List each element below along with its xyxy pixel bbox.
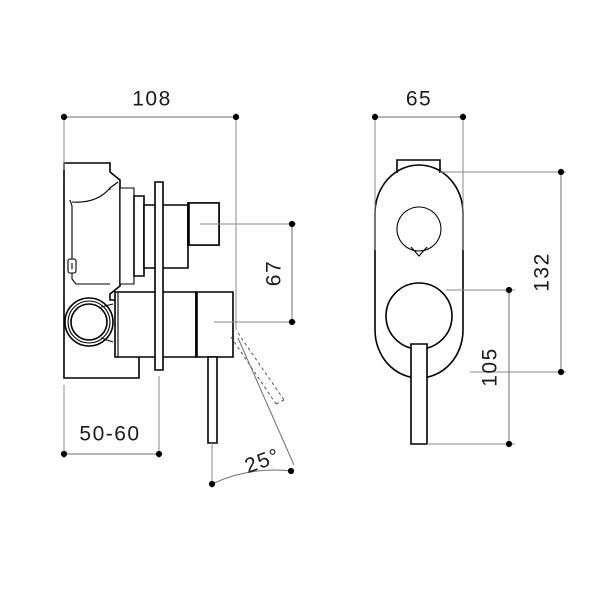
outlet-boss-bracket-lower xyxy=(100,337,114,343)
upper-stem-body xyxy=(143,204,189,269)
outlet-ring-outer xyxy=(64,297,114,347)
dim-108: 108 xyxy=(60,88,240,330)
dim-5060-label: 50-60 xyxy=(79,423,140,446)
dim-5060-dot-left xyxy=(60,450,68,458)
body-contour-upper-right xyxy=(109,181,119,189)
dim-105-dot-top xyxy=(505,286,513,294)
dim-25-label: 25° xyxy=(242,444,284,478)
diverter-knob xyxy=(396,206,442,257)
diverter-knob-pointer xyxy=(410,246,428,257)
dim-105-dot-bottom xyxy=(505,440,513,448)
dim-67-label: 67 xyxy=(263,260,286,286)
dim-105: 105 xyxy=(427,286,515,448)
mixer-lever-rotated-phantom xyxy=(230,332,285,405)
dim-108-label: 108 xyxy=(132,88,172,111)
dim-67-dot-top xyxy=(288,220,296,228)
dim-132-dot-top xyxy=(557,168,565,176)
upper-stem-shoulder xyxy=(133,195,145,277)
dim-132-dot-bottom xyxy=(557,368,565,376)
dim-132-label: 132 xyxy=(531,252,554,292)
side-elevation-view: 108 67 50-60 xyxy=(60,88,296,488)
dim-67-dot-bottom xyxy=(288,318,296,326)
outlet-ring-mid xyxy=(67,300,111,344)
dim-65-label: 65 xyxy=(406,88,432,111)
dim-50-60: 50-60 xyxy=(60,376,163,458)
diverter-knob-circle xyxy=(396,206,442,252)
outlet-boss-bracket xyxy=(100,303,114,308)
body-contour-upper xyxy=(71,186,111,203)
mixer-lever-front xyxy=(410,343,428,445)
mixer-lever xyxy=(207,356,218,444)
dim-25-dot-vertical xyxy=(208,480,216,488)
dim-105-label: 105 xyxy=(479,347,502,387)
dim-25-arc xyxy=(211,469,292,485)
dim-67: 67 xyxy=(200,220,296,326)
dim-108-dot-left xyxy=(60,113,68,121)
mixer-knob-circle xyxy=(385,282,453,350)
dim-5060-dot-right xyxy=(155,450,163,458)
dim-65: 65 xyxy=(371,88,467,250)
dim-25-dot-angled xyxy=(287,467,295,475)
dim-132: 132 xyxy=(440,168,566,376)
dim-25-ext-angled xyxy=(237,337,295,466)
lower-knob xyxy=(195,291,234,358)
face-plate-outline xyxy=(374,164,464,379)
outlet-ring-inner xyxy=(70,303,108,341)
upper-collar xyxy=(119,187,135,285)
dim-108-dot-right xyxy=(232,113,240,121)
dim-65-dot-left xyxy=(371,113,379,121)
body-contour-left-edge xyxy=(69,199,110,285)
front-elevation-view: 65 132 105 xyxy=(371,88,566,448)
dim-25-degrees: 25° xyxy=(208,337,295,488)
cover-plate-edge xyxy=(154,181,164,371)
top-tab xyxy=(396,159,441,173)
dim-65-dot-right xyxy=(459,113,467,121)
